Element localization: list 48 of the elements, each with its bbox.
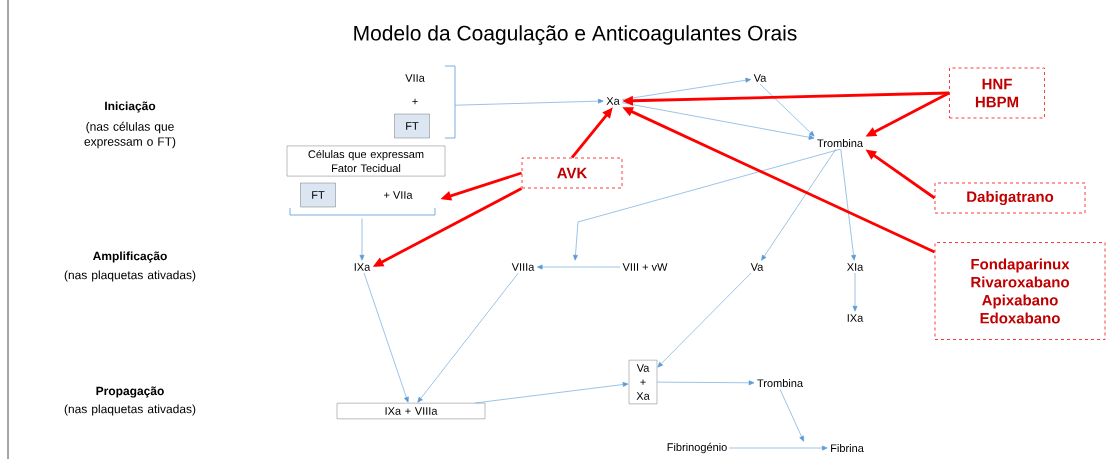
factor-label: Va — [750, 263, 764, 271]
factor-box: FT — [300, 182, 336, 208]
drug-box: AVK — [521, 157, 623, 189]
factor-label: Trombina — [817, 138, 864, 148]
arrow — [852, 272, 858, 312]
stage-note: (nas células que expressam o FT) — [84, 121, 176, 149]
factor-label: IXa — [354, 263, 371, 271]
stage-note: (nas plaquetas ativadas) — [64, 270, 196, 282]
factor-label: Fibrina — [831, 443, 864, 453]
factor-label: Xa — [606, 97, 620, 105]
arrow — [474, 382, 629, 404]
factor-label: Fibrinogénio — [667, 442, 727, 454]
arrow — [656, 380, 755, 386]
complex-box: IXa + VIIIa — [336, 402, 486, 420]
arrow — [537, 264, 621, 270]
arrow — [761, 148, 837, 261]
drug-box: Dabigatrano — [934, 182, 1086, 214]
drug-box: Fondaparinux Rivaroxabano Apixabano Edoxabano — [934, 242, 1106, 340]
arrow — [759, 83, 815, 137]
complex-box: Va + Xa — [628, 359, 658, 405]
stage-heading: Propagação — [96, 386, 164, 398]
arrow — [417, 272, 519, 403]
factor-label: XIa — [847, 263, 864, 271]
factor-label: IXa — [847, 314, 864, 322]
arrow — [729, 445, 828, 451]
arrow — [621, 77, 751, 100]
factor-label: VIIa — [405, 74, 425, 82]
factor-label: VIIIa — [511, 263, 535, 271]
factor-label: + VIIa — [384, 191, 413, 199]
arrow — [779, 388, 804, 442]
factor-label: Trombina — [757, 378, 804, 388]
arrow — [840, 148, 856, 261]
arrow — [454, 98, 604, 106]
factor-label: VIII + vW — [622, 263, 668, 271]
complex-box: Células que expressam Fator Tecidual — [286, 145, 446, 177]
arrow — [621, 102, 815, 140]
arrow — [359, 218, 365, 261]
factor-label: Va — [753, 74, 767, 82]
arrow — [363, 272, 409, 403]
factor-box: FT — [394, 113, 430, 139]
drug-box: HNF HBPM — [949, 67, 1045, 119]
title: Modelo da Coagulação e Anticoagulantes Orais — [354, 25, 797, 45]
arrow — [573, 148, 841, 261]
arrow — [657, 272, 752, 368]
stage-heading: Amplificação — [92, 251, 167, 263]
factor-label: + — [412, 98, 418, 105]
stage-heading: Iniciação — [105, 101, 156, 113]
stage-note: (nas plaquetas ativadas) — [64, 404, 196, 416]
